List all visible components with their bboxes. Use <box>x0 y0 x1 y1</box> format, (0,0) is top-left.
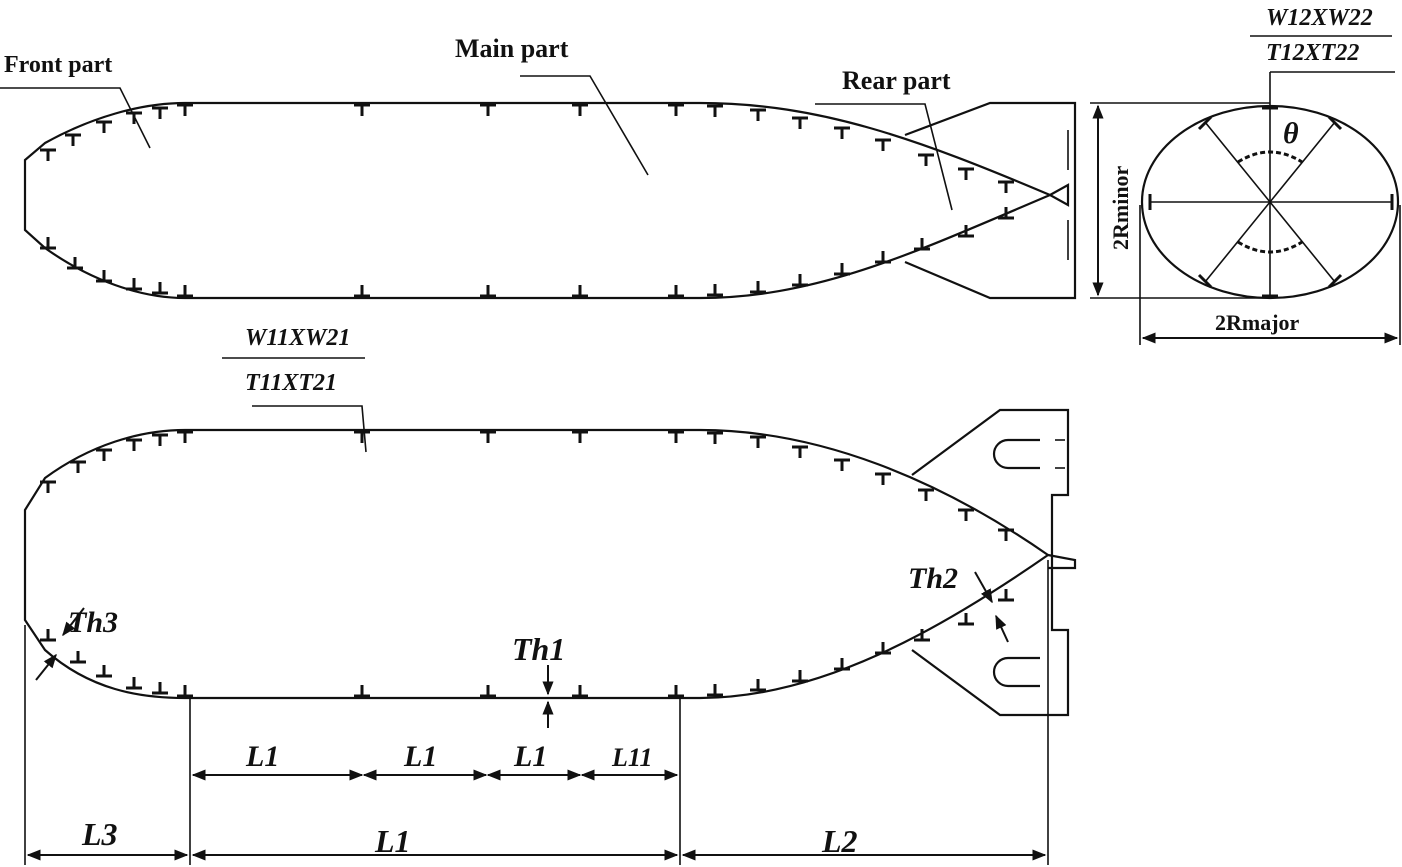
th1-label: Th1 <box>512 631 565 667</box>
top-view-leaders <box>0 75 953 211</box>
th2-arrow-in <box>974 571 993 604</box>
th3-arrow-out <box>62 607 85 637</box>
l1-b-label: L1 <box>403 740 437 773</box>
stiffener-top-t-label: T12XT22 <box>1266 40 1359 66</box>
l1-a-label: L1 <box>245 740 279 773</box>
l3-label: L3 <box>81 816 118 852</box>
stiffener-top-w-label: W12XW22 <box>1266 5 1373 31</box>
front-part-label: Front part <box>4 52 112 78</box>
l1-c-label: L1 <box>513 740 547 773</box>
th2-label: Th2 <box>908 562 958 595</box>
side-view-hull <box>23 408 1077 717</box>
rear-part-label: Rear part <box>842 66 951 95</box>
th3-arrow-in <box>35 653 57 681</box>
l2-label: L2 <box>821 823 858 859</box>
stiffener-side-w-label: W11XW21 <box>245 325 350 351</box>
l1-total-label: L1 <box>374 823 411 859</box>
theta-label: θ <box>1283 117 1299 150</box>
cross-section <box>1140 71 1400 300</box>
stiffener-side-t-label: T11XT21 <box>245 370 337 396</box>
length-extension-lines <box>24 560 1049 865</box>
r-major-label: 2Rmajor <box>1215 310 1300 335</box>
main-part-label: Main part <box>455 34 569 63</box>
th3-label: Th3 <box>68 606 118 639</box>
top-view-hull <box>23 101 1077 300</box>
r-major-dimension <box>1139 205 1401 345</box>
stiffener-side-leader <box>252 405 367 453</box>
r-minor-label: 2Rminor <box>1108 165 1133 250</box>
th2-arrow-out <box>995 614 1009 643</box>
l11-label: L11 <box>611 743 652 772</box>
r-minor-dimension <box>1090 102 1270 299</box>
